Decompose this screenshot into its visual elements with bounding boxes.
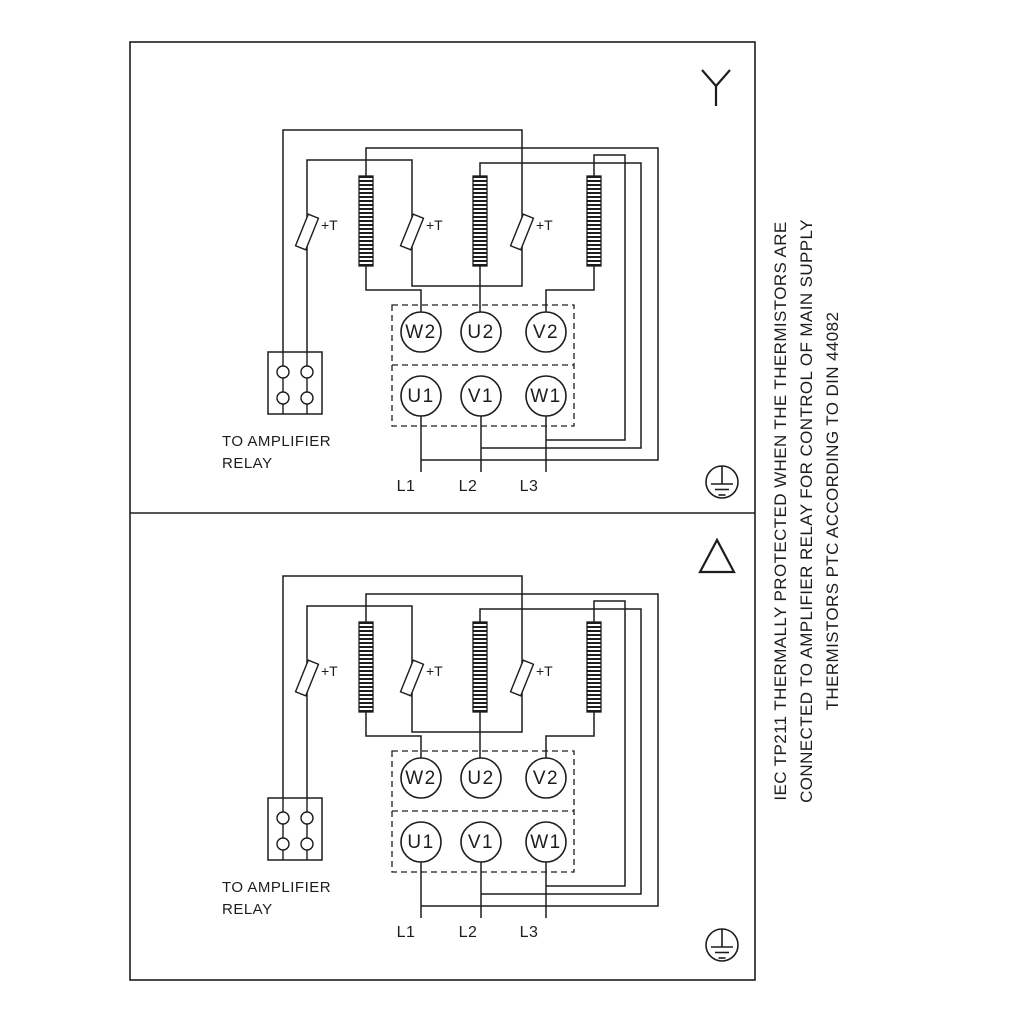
side-note-line2: CONNECTED TO AMPLIFIER RELAY FOR CONTROL… bbox=[797, 219, 816, 803]
terminal-w1-label: W1 bbox=[530, 386, 562, 407]
supply-l1-label: L1 bbox=[397, 924, 416, 941]
terminal-u2-label: U2 bbox=[467, 768, 494, 789]
side-note-line1: IEC TP211 THERMALLY PROTECTED WHEN THE T… bbox=[771, 221, 790, 801]
terminal-v2 bbox=[525, 311, 567, 353]
supply-l3-label: L3 bbox=[520, 478, 539, 495]
thermistor-1: +T bbox=[294, 659, 338, 697]
relay-note-line2: RELAY bbox=[222, 455, 273, 472]
wires bbox=[282, 129, 659, 472]
terminal-u1-label: U1 bbox=[407, 386, 434, 407]
terminal-box bbox=[391, 750, 575, 873]
terminals: W2 U2 V2 U1 V1 W1 bbox=[400, 757, 567, 863]
terminal-u1-label: U1 bbox=[407, 832, 434, 853]
protective-earth-icon bbox=[705, 465, 739, 499]
winding-coil-3 bbox=[586, 175, 602, 267]
thermistor-label: +T bbox=[536, 217, 553, 233]
terminal-u2-label: U2 bbox=[467, 322, 494, 343]
protective-earth-icon bbox=[705, 928, 739, 962]
side-note: IEC TP211 THERMALLY PROTECTED WHEN THE T… bbox=[768, 41, 846, 981]
delta-icon bbox=[698, 537, 736, 574]
terminal-w2-label: W2 bbox=[405, 768, 437, 789]
thermistor-label: +T bbox=[426, 217, 443, 233]
relay-note-line1: TO AMPLIFIER bbox=[222, 879, 331, 896]
relay-note-line2: RELAY bbox=[222, 901, 273, 918]
terminal-v2-label: V2 bbox=[533, 768, 559, 789]
thermistor-label: +T bbox=[426, 663, 443, 679]
terminal-v2 bbox=[525, 757, 567, 799]
winding-coil-2 bbox=[472, 175, 488, 267]
supply-l2-label: L2 bbox=[459, 924, 478, 941]
supply-l3-label: L3 bbox=[520, 924, 539, 941]
terminal-v1 bbox=[460, 375, 502, 417]
terminal-v1-label: V1 bbox=[468, 832, 494, 853]
terminal-w1 bbox=[525, 821, 567, 863]
terminal-w2-label: W2 bbox=[405, 322, 437, 343]
thermistor-label: +T bbox=[321, 217, 338, 233]
terminal-w1-label: W1 bbox=[530, 832, 562, 853]
thermistor-2: +T bbox=[399, 659, 443, 697]
winding-coil-3 bbox=[586, 621, 602, 713]
supply-l1-label: L1 bbox=[397, 478, 416, 495]
wires bbox=[282, 575, 659, 918]
thermistor-1: +T bbox=[294, 213, 338, 251]
terminal-u2 bbox=[460, 757, 502, 799]
terminal-u1 bbox=[400, 375, 442, 417]
relay-note-line1: TO AMPLIFIER bbox=[222, 433, 331, 450]
terminal-v2-label: V2 bbox=[533, 322, 559, 343]
thermistor-2: +T bbox=[399, 213, 443, 251]
terminal-w2 bbox=[400, 757, 442, 799]
thermistor-label: +T bbox=[536, 663, 553, 679]
terminal-u2 bbox=[460, 311, 502, 353]
panel-star: +T +T +T TO AMPLIFIER RELAY bbox=[222, 129, 659, 495]
relay-connector bbox=[267, 797, 323, 861]
side-note-line3: THERMISTORS PTC ACCORDING TO DIN 44082 bbox=[823, 311, 842, 711]
supply-l2-label: L2 bbox=[459, 478, 478, 495]
diagram-frame bbox=[129, 41, 756, 981]
terminal-u1 bbox=[400, 821, 442, 863]
winding-coil-2 bbox=[472, 621, 488, 713]
terminal-v1-label: V1 bbox=[468, 386, 494, 407]
terminal-w2 bbox=[400, 311, 442, 353]
terminals: W2 U2 V2 U1 V1 W1 bbox=[400, 311, 567, 417]
winding-coil-1 bbox=[358, 175, 374, 267]
star-icon bbox=[701, 69, 731, 106]
relay-connector bbox=[267, 351, 323, 415]
terminal-v1 bbox=[460, 821, 502, 863]
thermistor-3: +T bbox=[509, 213, 553, 251]
thermistor-label: +T bbox=[321, 663, 338, 679]
terminal-box bbox=[391, 304, 575, 427]
terminal-w1 bbox=[525, 375, 567, 417]
panel-delta: +T +T +T TO AMPLIFIER RELAY bbox=[222, 575, 659, 941]
thermistor-3: +T bbox=[509, 659, 553, 697]
winding-coil-1 bbox=[358, 621, 374, 713]
